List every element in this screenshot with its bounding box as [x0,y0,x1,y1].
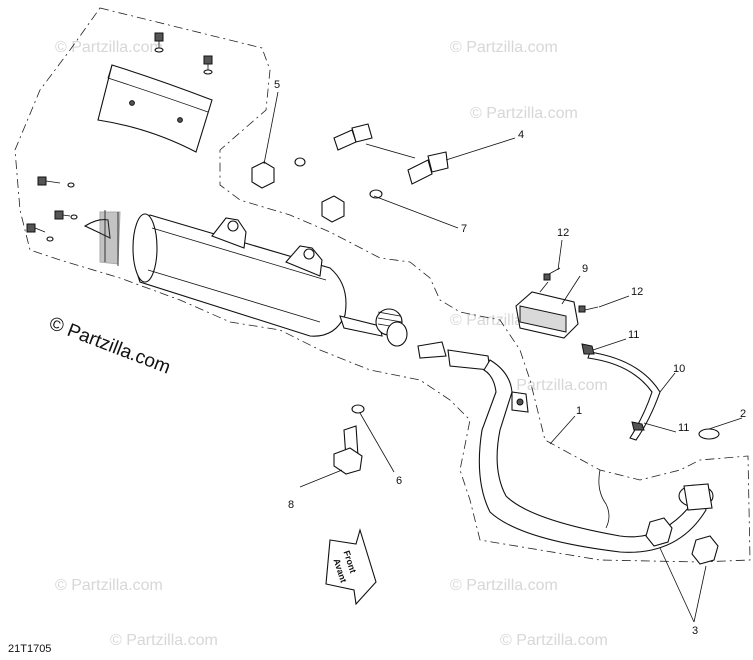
watermark-center-right: © Partzilla.com [500,377,608,394]
callout-11-lower: 11 [678,422,689,434]
watermark-right-mid: © Partzilla.com [470,105,578,122]
header-flange [678,483,714,511]
watermark-bottom-left: © Partzilla.com [55,577,163,594]
watermark-bottom-mid: © Partzilla.com [110,632,218,649]
sensor-bracket [515,267,599,339]
muffler-mount-bolts [26,176,111,242]
callout-12-upper: 12 [557,227,569,239]
callout-8: 8 [288,499,294,511]
callout-3: 3 [692,625,698,637]
callout-2: 2 [740,408,746,420]
callout-labels: 1 2 3 4 5 6 7 8 9 10 11 11 12 12 [274,79,746,637]
callout-10: 10 [673,363,685,375]
mounting-hardware [251,123,449,475]
callout-7: 7 [461,223,467,235]
exhaust-gasket [698,428,720,440]
diagram-code: 21T1705 [8,643,51,655]
front-direction-arrow: Front Avant [325,528,377,606]
flange-nuts [645,517,719,565]
heat-shield-screws [154,32,213,75]
header-pipe [478,359,707,553]
callout-6: 6 [396,475,402,487]
vent-hose [581,343,661,441]
heat-shield-plate [97,64,213,153]
watermark-top-right: © Partzilla.com [450,39,558,56]
callout-5: 5 [274,79,280,91]
watermark-bottom-right-low: © Partzilla.com [500,632,608,649]
heat-shield-outline [14,7,751,563]
callout-12-right: 12 [631,286,643,298]
muffler [99,210,408,347]
partzilla-brand: © Partzilla.com [46,313,173,378]
callout-11-upper: 11 [628,329,639,341]
watermark-top-left: © Partzilla.com [55,39,163,56]
callout-9: 9 [582,263,588,275]
callout-4: 4 [518,129,524,141]
watermark-bottom-right: © Partzilla.com [450,577,558,594]
leader-lines [263,91,743,623]
pipe-segments [417,341,491,371]
watermarks: © Partzilla.com © Partzilla.com © Partzi… [55,39,608,649]
callout-1: 1 [576,405,582,417]
